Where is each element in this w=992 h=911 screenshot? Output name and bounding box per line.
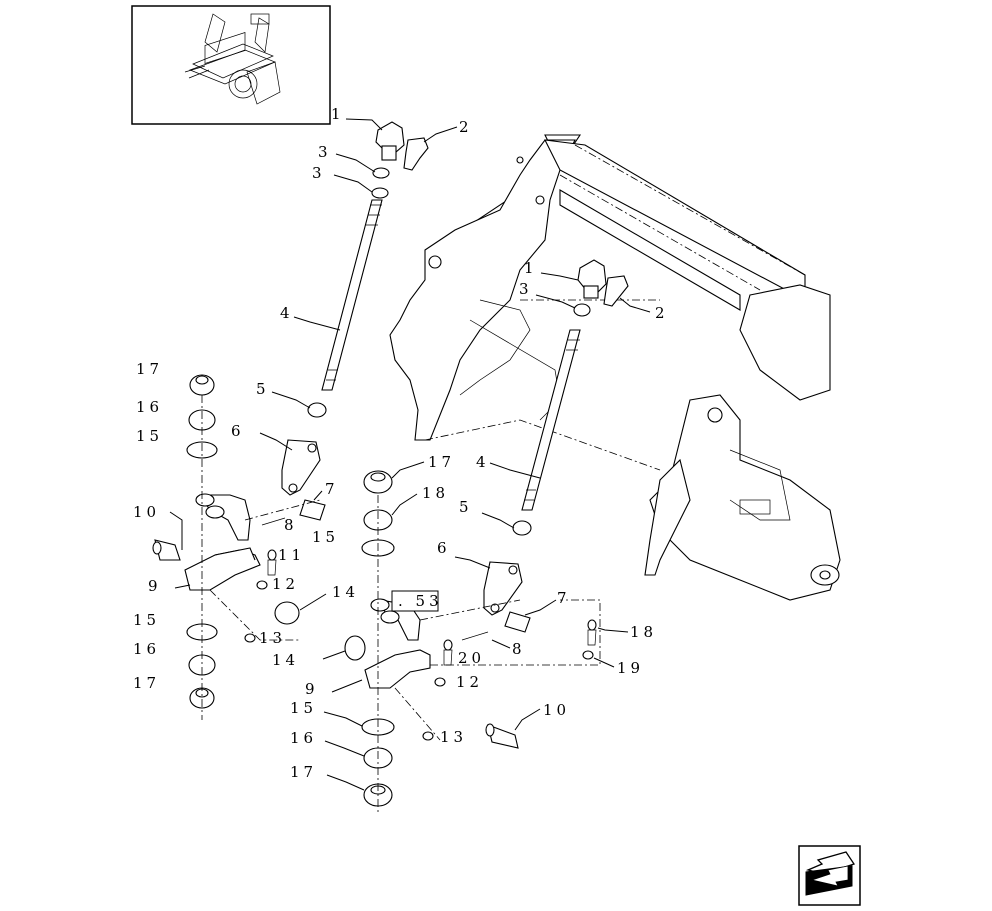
callout-label: 15	[312, 528, 339, 546]
callout-label: 17	[133, 674, 160, 692]
callout-label: 8	[284, 516, 298, 534]
callout-label: 16	[136, 398, 163, 416]
right-rod-assembly	[344, 259, 629, 815]
chassis-frame	[389, 134, 841, 601]
callout-label: 10	[133, 503, 160, 521]
callout-label: 9	[305, 680, 319, 698]
callout-label: 17	[136, 360, 163, 378]
callout-label: 13	[440, 728, 467, 746]
callout-label: 14	[332, 583, 359, 601]
callout-label: 8	[512, 640, 526, 658]
callout-label: 3	[318, 143, 332, 161]
callout-labels: 1 2 3 3 4 5 6 7 8 10 11 9 12 14 13 14 15…	[133, 105, 669, 781]
callout-label: 2	[655, 304, 669, 322]
callout-label: 9	[148, 577, 162, 595]
callout-label: 11	[278, 546, 305, 564]
reference-box-label: . 53	[398, 592, 443, 610]
callout-label: 10	[543, 701, 570, 719]
callout-label: 1	[331, 105, 345, 123]
callout-label: 12	[456, 673, 483, 691]
callout-label: 12	[272, 575, 299, 593]
callout-label: 18	[630, 623, 657, 641]
next-page-arrow-icon[interactable]	[798, 845, 861, 906]
callout-label: 3	[312, 164, 326, 182]
callout-label: 20	[458, 649, 485, 667]
callout-label: 14	[272, 651, 299, 669]
callout-label: 6	[231, 422, 245, 440]
callout-label: 17	[428, 453, 455, 471]
callout-label: 5	[459, 498, 473, 516]
callout-label: 7	[557, 589, 571, 607]
machine-thumbnail-icon	[131, 5, 331, 125]
leader-lines	[169, 118, 651, 791]
callout-label: 16	[133, 640, 160, 658]
callout-label: 16	[290, 729, 317, 747]
callout-label: 15	[133, 611, 160, 629]
callout-label: 2	[459, 118, 473, 136]
callout-label: 4	[476, 453, 490, 471]
callout-label: 1	[524, 259, 538, 277]
callout-label: 7	[325, 480, 339, 498]
callout-label: 18	[422, 484, 449, 502]
callout-label: 4	[280, 304, 294, 322]
callout-label: 6	[437, 539, 451, 557]
reference-box: . 53	[391, 590, 443, 612]
callout-label: 5	[256, 380, 270, 398]
left-rod-assembly	[152, 121, 429, 720]
callout-label: 19	[617, 659, 644, 677]
callout-label: 17	[290, 763, 317, 781]
callout-label: 3	[519, 280, 533, 298]
callout-label: 13	[259, 629, 286, 647]
callout-label: 15	[136, 427, 163, 445]
callout-label: 15	[290, 699, 317, 717]
